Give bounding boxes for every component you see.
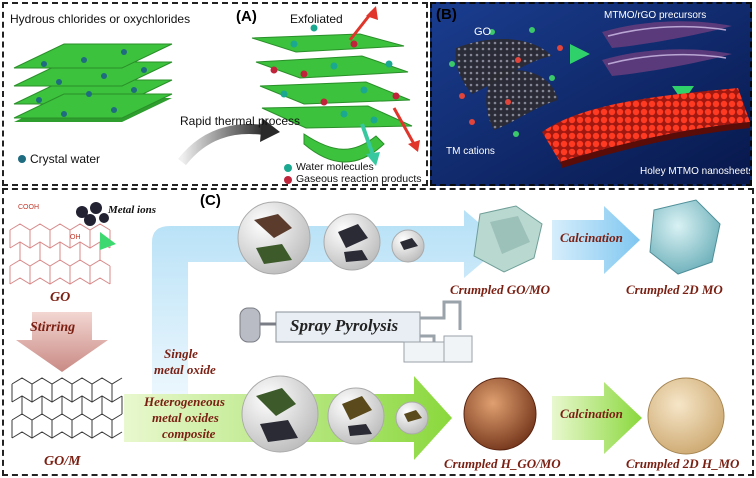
exfoliated-label: Exfoliated <box>290 12 343 26</box>
hetero-line2: metal oxides <box>152 410 219 425</box>
crumpled-2d-hmo-label: Crumpled 2D H_MO <box>626 456 740 471</box>
panel-b-label: (B) <box>436 6 457 23</box>
precursor-ribbons <box>602 21 732 76</box>
crystal-water-dot <box>18 155 26 163</box>
panel-c: (C) Metal ions COOH OH GO Stirring GO/M … <box>2 188 754 476</box>
crumpled-go-mo-label: Crumpled GO/MO <box>450 282 551 297</box>
go-sheets <box>455 38 558 130</box>
crumpled-hgo-mo-label: Crumpled H_GO/MO <box>444 456 561 471</box>
panel-b: (B) GO MTMO/rGO precursors TM cations Ho… <box>430 2 752 186</box>
spray-pyrolysis-label: Spray Pyrolysis <box>290 316 399 335</box>
holey-nanosheet <box>542 88 750 162</box>
crumpled-hgo-mo-particle <box>463 377 537 451</box>
cooh-group-label: COOH <box>18 204 39 211</box>
metal-ion-cluster <box>76 202 109 226</box>
arrow-to-precursor <box>570 44 590 64</box>
holey-mtmo-label: Holey MTMO nanosheets <box>640 166 752 177</box>
go-lattice <box>9 223 111 285</box>
go-label-c: GO <box>50 290 71 305</box>
furnace-tube <box>275 311 421 343</box>
calcination-top-arrow <box>552 206 640 274</box>
crumpled-2d-mo-particle <box>649 199 721 275</box>
gas-product-dot <box>284 176 292 184</box>
calcination-bottom-arrow <box>552 382 642 454</box>
crystal-water-label: Crystal water <box>30 152 101 166</box>
panel-b-graphics <box>432 4 750 184</box>
crumpled-2d-hmo-particle <box>647 377 725 455</box>
single-oxide-line2: metal oxide <box>154 362 216 377</box>
crumpled-2d-mo-label: Crumpled 2D MO <box>626 282 723 297</box>
gom-label: GO/M <box>44 454 81 469</box>
metal-ions-label: Metal ions <box>108 204 156 216</box>
panel-a-label: (A) <box>236 8 257 25</box>
filter-flask <box>443 335 473 363</box>
panel-c-label: (C) <box>200 192 221 209</box>
stirring-arrow <box>16 312 108 372</box>
tm-cations <box>449 27 563 137</box>
hgo-droplet-large <box>241 375 319 453</box>
gas-escape-arrow-right <box>392 107 416 145</box>
ion-green-arrow <box>100 232 116 250</box>
water-escape-arrow <box>360 123 376 159</box>
panel-c-graphics <box>9 199 725 460</box>
collector-flask <box>403 341 445 363</box>
hydrous-chlorides-label: Hydrous chlorides or oxychlorides <box>10 12 191 26</box>
hetero-line3: composite <box>162 426 216 441</box>
calcination-bottom-label: Calcination <box>560 406 623 421</box>
stirring-label: Stirring <box>30 320 76 335</box>
single-oxide-line1: Single <box>164 346 198 361</box>
panel-a: Hydrous chlorides or oxychlorides (A) Ex… <box>2 2 428 186</box>
water-molecules-label: Water molecules <box>296 161 374 173</box>
exfoliated-sheets <box>251 24 413 163</box>
water-molecule-dot <box>284 164 292 172</box>
gom-lattice <box>11 377 123 439</box>
layered-crystal-stack <box>13 43 173 122</box>
process-arrow-head <box>260 118 280 142</box>
rapid-thermal-label: Rapid thermal process <box>180 114 301 128</box>
gaseous-products-label: Gaseous reaction products <box>296 173 422 185</box>
calcination-top-label: Calcination <box>560 230 623 245</box>
oh-group-label: OH <box>70 234 81 241</box>
precursor-label: MTMO/rGO precursors <box>604 10 707 21</box>
go-label: GO <box>474 26 492 38</box>
panel-a-graphics <box>13 6 420 184</box>
hetero-line1: Heterogeneous <box>144 394 225 409</box>
gas-cylinder <box>239 307 261 343</box>
process-curve-arrow <box>178 124 265 166</box>
tm-cations-label: TM cations <box>446 146 495 157</box>
